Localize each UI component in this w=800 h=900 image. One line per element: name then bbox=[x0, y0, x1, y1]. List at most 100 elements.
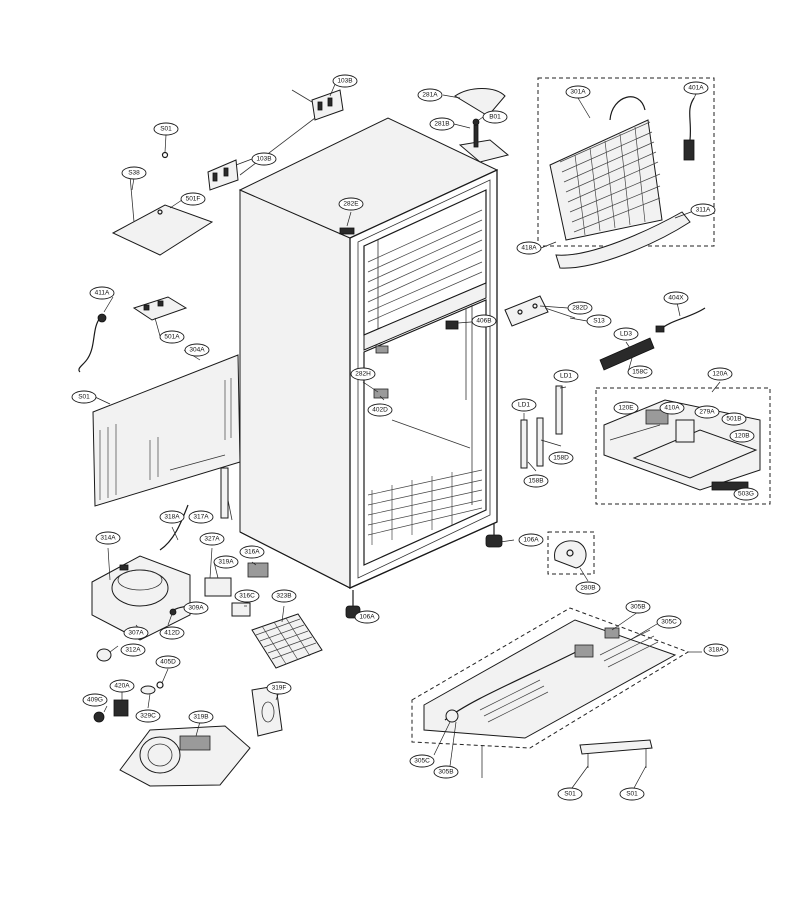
callout-label: 309A bbox=[183, 601, 209, 615]
callout-label: 279A bbox=[694, 405, 720, 419]
callout-label: 406B bbox=[471, 314, 497, 328]
callout-label: 316A bbox=[239, 545, 265, 559]
callout-label: S38 bbox=[121, 166, 147, 180]
callout-label: 103B bbox=[332, 74, 358, 88]
hinge-parts-right bbox=[454, 88, 510, 163]
svg-text:S01: S01 bbox=[78, 394, 90, 401]
svg-text:S01: S01 bbox=[160, 126, 172, 133]
callout-label: 158B bbox=[523, 474, 549, 488]
callout-label: 282E bbox=[338, 197, 364, 211]
svg-text:S01: S01 bbox=[564, 791, 576, 798]
callout-label: 411A bbox=[89, 286, 115, 300]
callout-label: 402D bbox=[367, 403, 393, 417]
svg-text:318A: 318A bbox=[164, 514, 180, 521]
callout-label: 319A bbox=[213, 555, 239, 569]
svg-text:410A: 410A bbox=[664, 405, 680, 412]
svg-text:S01: S01 bbox=[626, 791, 638, 798]
callout-label: 106A bbox=[518, 533, 544, 547]
callout-label: 401A bbox=[683, 81, 709, 95]
svg-text:LD1: LD1 bbox=[560, 373, 572, 380]
svg-text:305B: 305B bbox=[630, 604, 645, 611]
svg-text:327A: 327A bbox=[204, 536, 220, 543]
svg-text:LD1: LD1 bbox=[518, 402, 530, 409]
svg-text:120B: 120B bbox=[734, 433, 749, 440]
callout-label: 409G bbox=[82, 693, 108, 707]
svg-text:405D: 405D bbox=[160, 659, 176, 666]
svg-text:158B: 158B bbox=[528, 478, 543, 485]
callout-label: S01 bbox=[619, 787, 645, 801]
callout-label: 120E bbox=[613, 401, 639, 415]
callout-label: 410A bbox=[659, 401, 685, 415]
drain-pan-assembly bbox=[119, 685, 283, 787]
callout-label: 327A bbox=[199, 532, 225, 546]
svg-text:316C: 316C bbox=[239, 593, 255, 600]
svg-text:LD3: LD3 bbox=[620, 331, 632, 338]
svg-text:317A: 317A bbox=[193, 514, 209, 521]
leader-lines bbox=[94, 81, 721, 789]
callout-label: 323B bbox=[271, 589, 297, 603]
svg-text:503G: 503G bbox=[738, 491, 754, 498]
svg-text:304A: 304A bbox=[189, 347, 205, 354]
callout-label: 420A bbox=[109, 679, 135, 693]
callout-label: 281B bbox=[429, 117, 455, 131]
callout-label: 307A bbox=[123, 626, 149, 640]
svg-text:120E: 120E bbox=[618, 405, 634, 412]
callout-label: LD1 bbox=[553, 369, 579, 383]
svg-text:279A: 279A bbox=[699, 409, 715, 416]
callout-label: 312A bbox=[120, 643, 146, 657]
callout-label: 282D bbox=[567, 301, 593, 315]
callout-label: 318A bbox=[703, 643, 729, 657]
cover-plate bbox=[111, 175, 214, 256]
refrigerator-cabinet bbox=[238, 117, 503, 619]
svg-text:501F: 501F bbox=[186, 196, 201, 203]
callout-label: S01 bbox=[71, 390, 97, 404]
callout-label: 317A bbox=[188, 510, 214, 524]
callout-label: B01 bbox=[482, 110, 508, 124]
base-plate-assembly bbox=[411, 607, 690, 778]
svg-text:319F: 319F bbox=[272, 685, 287, 692]
svg-text:305C: 305C bbox=[414, 758, 430, 765]
svg-text:319A: 319A bbox=[218, 559, 234, 566]
svg-text:404X: 404X bbox=[668, 295, 684, 302]
callout-label: 281A bbox=[417, 88, 443, 102]
air-duct-parts bbox=[504, 295, 706, 469]
callout-label: 418A bbox=[516, 241, 542, 255]
svg-text:103B: 103B bbox=[256, 156, 271, 163]
callout-label: 282H bbox=[350, 367, 376, 381]
svg-text:314A: 314A bbox=[100, 535, 116, 542]
svg-text:282D: 282D bbox=[572, 305, 588, 312]
svg-text:402D: 402D bbox=[372, 407, 388, 414]
svg-text:311A: 311A bbox=[696, 207, 711, 214]
svg-text:301A: 301A bbox=[570, 89, 586, 96]
svg-text:158D: 158D bbox=[553, 455, 569, 462]
svg-text:281B: 281B bbox=[434, 121, 449, 128]
svg-text:406B: 406B bbox=[476, 318, 491, 325]
callout-label: 305B bbox=[433, 765, 459, 779]
svg-text:S13: S13 bbox=[593, 318, 605, 325]
svg-text:280B: 280B bbox=[580, 585, 595, 592]
callout-label: 158D bbox=[548, 451, 574, 465]
svg-text:305B: 305B bbox=[438, 769, 453, 776]
svg-text:103B: 103B bbox=[337, 78, 352, 85]
callout-label: 404X bbox=[663, 291, 689, 305]
top-hinge-parts bbox=[161, 89, 344, 191]
svg-text:S38: S38 bbox=[128, 170, 140, 177]
svg-text:106A: 106A bbox=[523, 537, 539, 544]
callout-label: LD1 bbox=[511, 398, 537, 412]
svg-text:412D: 412D bbox=[164, 630, 180, 637]
callout-label: 311A bbox=[690, 203, 716, 217]
callout-label: 305C bbox=[409, 754, 435, 768]
svg-text:501B: 501B bbox=[726, 416, 741, 423]
svg-text:401A: 401A bbox=[688, 85, 704, 92]
callout-label: 103B bbox=[251, 152, 277, 166]
damper-bracket bbox=[547, 531, 595, 575]
evaporator-assembly bbox=[537, 77, 715, 269]
svg-text:106A: 106A bbox=[359, 614, 375, 621]
callout-label: 501F bbox=[180, 192, 206, 206]
callout-label: LD3 bbox=[613, 327, 639, 341]
callout-label: 318A bbox=[159, 510, 185, 524]
machine-compartment-cover bbox=[78, 296, 241, 507]
callout-label: 319B bbox=[188, 710, 214, 724]
svg-text:307A: 307A bbox=[128, 630, 144, 637]
